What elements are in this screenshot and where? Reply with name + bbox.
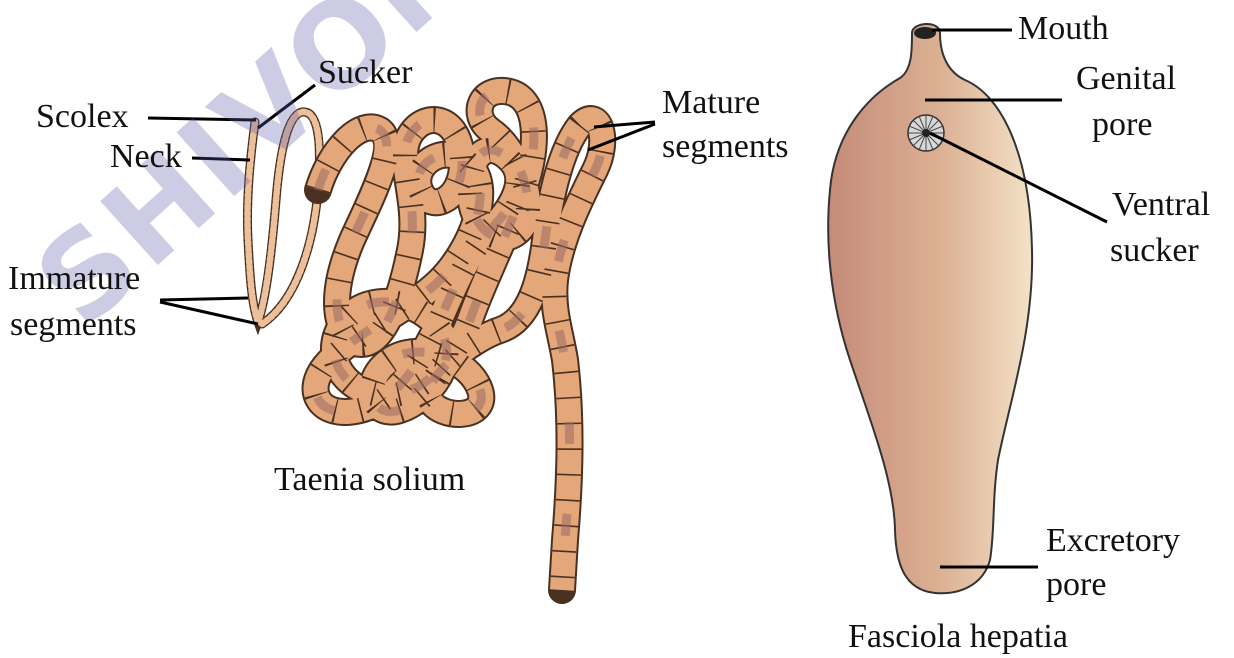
taenia-title: Taenia solium	[274, 463, 465, 497]
label-genital-line2: pore	[1092, 108, 1152, 142]
label-neck: Neck	[110, 140, 182, 174]
label-excretory-line2: pore	[1046, 568, 1106, 602]
immature-pointer-a	[160, 298, 248, 300]
immature-pointer-b	[160, 302, 258, 324]
label-genital-line1: Genital	[1076, 62, 1176, 96]
ventral-sucker	[908, 115, 944, 151]
label-excretory-line1: Excretory	[1046, 524, 1180, 558]
label-mature-line1: Mature	[662, 86, 760, 120]
label-immature-line1: Immature	[8, 262, 140, 296]
label-mouth: Mouth	[1018, 12, 1109, 46]
label-ventral-line2: sucker	[1110, 234, 1199, 268]
label-mature-line2: segments	[662, 130, 789, 164]
label-ventral-line1: Ventral	[1112, 188, 1210, 222]
fasciola-outline	[828, 24, 1032, 593]
label-scolex: Scolex	[36, 100, 129, 134]
fasciola-title: Fasciola hepatia	[848, 620, 1068, 654]
label-sucker: Sucker	[318, 56, 412, 90]
label-immature-line2: segments	[10, 308, 137, 342]
fasciola-body	[828, 24, 1032, 593]
